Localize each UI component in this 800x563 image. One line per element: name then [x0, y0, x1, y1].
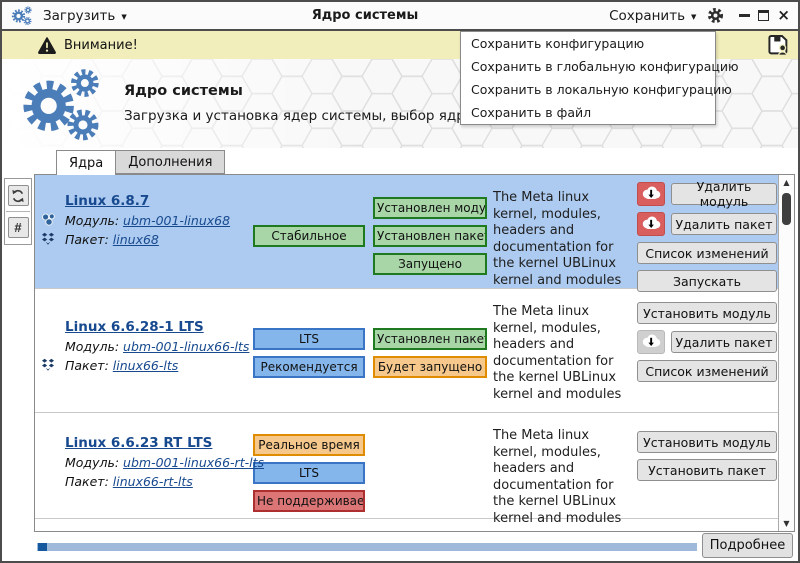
save-menu-label: Сохранить	[609, 7, 686, 24]
minimize-button[interactable]	[739, 14, 751, 17]
menu-item-save-to-file[interactable]: Сохранить в файл	[471, 105, 592, 120]
package-icon	[41, 358, 55, 374]
status-badge: LTS	[253, 328, 365, 350]
kernel-description: The Meta linux kernel, modules, headers …	[493, 190, 622, 288]
package-link[interactable]: linux66-lts	[112, 358, 179, 373]
scroll-down-icon[interactable]: ▼	[783, 519, 790, 528]
install-module-button[interactable]: Установить модуль	[637, 302, 777, 324]
load-menu-button[interactable]: Загрузить ▼	[43, 8, 127, 24]
kernel-row-linux-6628-lts[interactable]: Linux 6.6.28-1 LTS Модуль: ubm-001-linux…	[35, 289, 779, 413]
module-icon	[41, 213, 56, 229]
chevron-down-icon: ▼	[121, 12, 127, 21]
status-badge: Стабильное	[253, 225, 365, 247]
refresh-button[interactable]	[7, 185, 29, 206]
refresh-icon	[12, 189, 24, 202]
kernel-description: The Meta linux kernel, modules, headers …	[493, 428, 622, 526]
kernel-row-linux-687[interactable]: Linux 6.8.7 Модуль: ubm-001-linux68	[35, 175, 779, 292]
menu-item-save-local-config[interactable]: Сохранить в локальную конфигурацию	[471, 82, 732, 97]
menu-item-save-config[interactable]: Сохранить конфигурацию	[471, 36, 645, 51]
page-title: Ядро системы	[124, 83, 243, 99]
save-config-icon[interactable]	[767, 34, 789, 56]
module-link[interactable]: ubm-001-linux68	[123, 213, 231, 228]
scrollbar-thumb[interactable]	[782, 193, 791, 225]
warning-icon	[38, 36, 56, 54]
kernel-list: Linux 6.8.7 Модуль: ubm-001-linux68	[34, 174, 795, 532]
side-toolbar: #	[4, 178, 32, 245]
hash-button[interactable]: #	[7, 217, 29, 238]
kernel-name-link[interactable]: Linux 6.6.28-1 LTS	[65, 319, 204, 335]
load-menu-label: Загрузить	[43, 7, 116, 24]
progress-bar	[37, 543, 697, 551]
close-button[interactable]: ×	[777, 6, 790, 24]
module-label: Модуль:	[65, 455, 120, 470]
scrollbar[interactable]: ▲ ▼	[778, 175, 794, 531]
cloud-download-icon[interactable]	[637, 330, 665, 354]
kernel-name-link[interactable]: Linux 6.8.7	[65, 193, 150, 209]
status-badge: Рекомендуется	[253, 356, 365, 378]
remove-module-button[interactable]: Удалить модуль	[671, 179, 777, 209]
divider	[6, 211, 30, 212]
kernel-row-linux-6623-rt-lts[interactable]: Linux 6.6.23 RT LTS Модуль: ubm-001-linu…	[35, 413, 779, 526]
module-label: Модуль:	[65, 213, 120, 228]
tab-bar: Ядра Дополнения	[56, 150, 226, 175]
tab-addons[interactable]: Дополнения	[116, 150, 226, 174]
install-module-button[interactable]: Установить модуль	[637, 431, 777, 453]
remove-package-button[interactable]: Удалить пакет	[671, 331, 777, 353]
toolbar: Загрузить ▼ Ядро системы Сохранить ▼ ×	[2, 2, 798, 31]
package-label: Пакет:	[65, 358, 109, 373]
status-badge: LTS	[253, 461, 365, 484]
maximize-button[interactable]	[758, 10, 770, 21]
module-label: Модуль:	[65, 339, 120, 354]
status-badge: Установлен модуль	[373, 197, 487, 219]
module-link[interactable]: ubm-001-linux66-rt-lts	[123, 455, 264, 470]
status-badge: Реальное время	[253, 433, 365, 456]
progress-chunk	[38, 543, 47, 551]
cloud-download-icon[interactable]	[637, 212, 665, 236]
details-button[interactable]: Подробнее	[702, 533, 793, 558]
changelog-button[interactable]: Список изменений	[637, 360, 777, 382]
status-badge: Запущено	[373, 253, 487, 275]
package-icon	[41, 232, 55, 248]
app-logo-gears-icon	[11, 5, 33, 26]
tab-kernels[interactable]: Ядра	[56, 150, 117, 175]
boot-button[interactable]: Запускать	[637, 270, 777, 292]
hexagon-pattern	[2, 59, 798, 148]
kernel-name-link[interactable]: Linux 6.6.23 RT LTS	[65, 435, 213, 451]
menu-item-save-global-config[interactable]: Сохранить в глобальную конфигурацию	[471, 59, 739, 74]
status-badge: Будет запущено	[373, 356, 487, 378]
status-badge: Установлен пакет	[373, 225, 487, 247]
scroll-up-icon[interactable]: ▲	[783, 178, 790, 187]
gears-icon	[16, 64, 108, 144]
status-badge: Установлен пакет	[373, 328, 487, 350]
save-menu-button[interactable]: Сохранить ▼	[609, 8, 696, 24]
package-link[interactable]: linux68	[112, 232, 159, 247]
install-package-button[interactable]: Установить пакет	[637, 459, 777, 481]
package-label: Пакет:	[65, 474, 109, 489]
remove-package-button[interactable]: Удалить пакет	[671, 213, 777, 235]
status-badge: Не поддерживается	[253, 489, 365, 512]
warning-text: Внимание!	[64, 37, 138, 53]
gear-icon[interactable]	[707, 7, 724, 24]
window-title: Ядро системы	[311, 8, 419, 23]
package-label: Пакет:	[65, 232, 109, 247]
module-link[interactable]: ubm-001-linux66-lts	[123, 339, 250, 354]
kernel-description: The Meta linux kernel, modules, headers …	[493, 304, 622, 402]
cloud-download-icon[interactable]	[637, 182, 665, 206]
chevron-down-icon: ▼	[691, 12, 697, 21]
save-dropdown-menu: Сохранить конфигурацию Сохранить в глоба…	[460, 31, 739, 125]
package-link[interactable]: linux66-rt-lts	[112, 474, 193, 489]
changelog-button[interactable]: Список изменений	[637, 242, 777, 264]
